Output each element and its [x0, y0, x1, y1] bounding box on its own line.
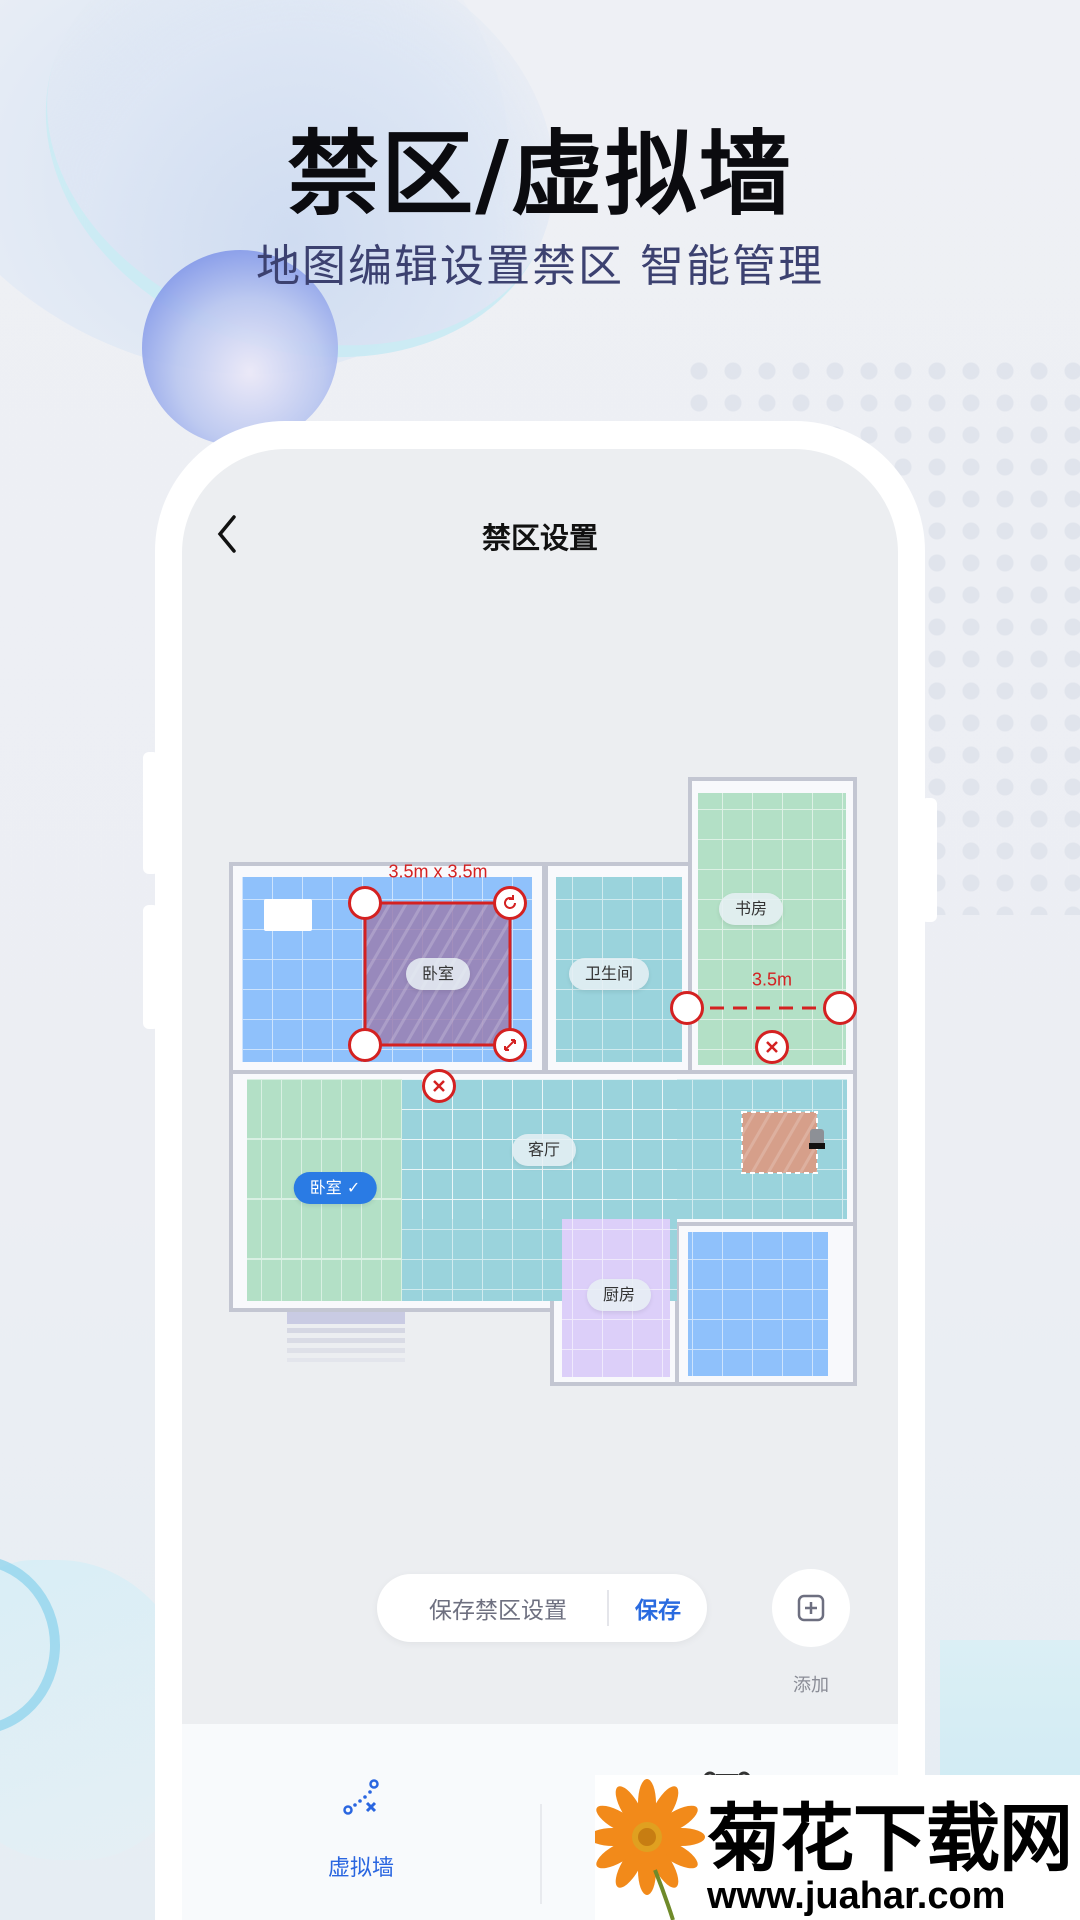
floor-map[interactable]: [182, 449, 898, 1724]
phone-mockup: 卧室 卫生间 书房 客厅 卧室 ✓ 厨房 3.5m x 3.5m 3.5m: [155, 421, 925, 1920]
phone-side-button: [921, 798, 937, 922]
background-sphere: [142, 250, 338, 446]
rotate-icon: [504, 895, 516, 909]
room-label-bathroom[interactable]: 卫生间: [568, 958, 650, 990]
zone-corner-handle[interactable]: [348, 1028, 382, 1062]
room-label-study[interactable]: 书房: [718, 893, 784, 925]
resize-icon: [504, 1039, 516, 1051]
close-icon: [433, 1080, 445, 1092]
watermark: 菊花下载网 www.juahar.com: [595, 1775, 1080, 1920]
flower-logo-icon: [595, 1779, 705, 1920]
room-label-living-room[interactable]: 客厅: [511, 1134, 577, 1166]
save-bar: 保存禁区设置 保存: [377, 1574, 707, 1642]
room-label-bedroom-selected[interactable]: 卧室 ✓: [293, 1172, 377, 1204]
room-label-text: 卧室: [309, 1178, 342, 1197]
resize-handle[interactable]: [493, 1028, 527, 1062]
check-icon: ✓: [346, 1178, 361, 1197]
tab-label: 虚拟墙: [327, 1856, 394, 1881]
page-title: 禁区设置: [481, 521, 598, 555]
wall-endpoint-handle[interactable]: [670, 991, 704, 1025]
add-icon: [797, 1594, 825, 1622]
close-icon: [766, 1041, 778, 1053]
add-label: 添加: [793, 1675, 829, 1696]
room-label-kitchen[interactable]: 厨房: [586, 1279, 652, 1311]
divider: [540, 1804, 542, 1904]
app-screen: 卧室 卫生间 书房 客厅 卧室 ✓ 厨房 3.5m x 3.5m 3.5m: [182, 449, 898, 1724]
back-button[interactable]: [212, 511, 242, 557]
rotate-handle[interactable]: [493, 886, 527, 920]
hero-subtitle: 地图编辑设置禁区 智能管理: [256, 241, 824, 292]
tab-virtual-wall[interactable]: 虚拟墙: [182, 1724, 540, 1920]
zone-corner-handle[interactable]: [348, 886, 382, 920]
zone-dimensions-label: 3.5m x 3.5m: [388, 861, 488, 882]
save-button[interactable]: 保存: [635, 1598, 681, 1624]
wall-endpoint-handle[interactable]: [823, 991, 857, 1025]
virtual-wall-icon: [343, 1779, 379, 1815]
divider: [607, 1590, 609, 1626]
delete-wall-button[interactable]: [755, 1030, 789, 1064]
save-hint-text: 保存禁区设置: [429, 1598, 567, 1624]
wall-length-label: 3.5m: [751, 969, 793, 990]
room-label-bedroom[interactable]: 卧室: [405, 958, 471, 990]
watermark-title: 菊花下载网: [707, 1796, 1073, 1882]
delete-zone-button[interactable]: [422, 1069, 456, 1103]
hero-title: 禁区/虚拟墙: [287, 121, 793, 228]
watermark-url: www.juahar.com: [707, 1875, 1006, 1917]
add-button[interactable]: [772, 1569, 850, 1647]
